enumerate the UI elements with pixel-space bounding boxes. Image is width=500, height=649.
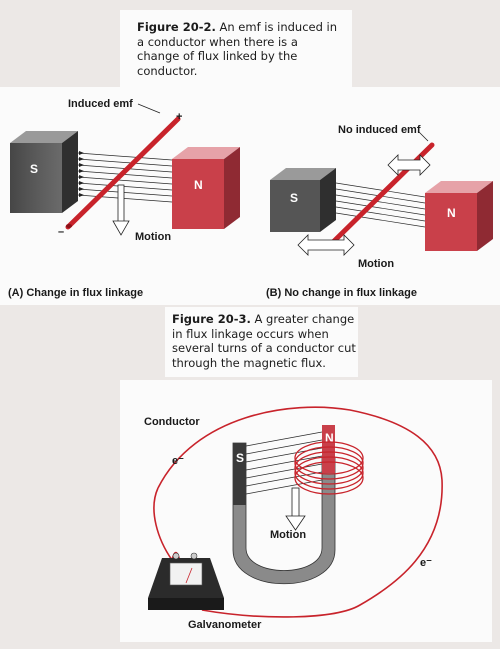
galvanometer-dial (169, 562, 203, 586)
motion-arrow-b-bottom (297, 234, 355, 256)
flux-lines (245, 431, 323, 495)
south-pole-label: S (290, 191, 298, 205)
figure-number: Figure 20-3. (172, 312, 251, 326)
diagram-b: S N No induced emf Motion (270, 124, 493, 270)
flux-arrows-a (79, 151, 84, 197)
conductor-label: Conductor (144, 416, 200, 428)
coil-turns (294, 441, 364, 495)
motion-label-b: Motion (358, 258, 394, 270)
galvanometer-label: Galvanometer (188, 619, 262, 631)
no-induced-emf-label: No induced emf (338, 124, 421, 136)
motion-arrow (285, 487, 306, 531)
north-pole-label: N (194, 178, 203, 192)
flux-lines-a (77, 152, 173, 203)
conductor-rod-a (65, 116, 181, 230)
north-pole-label: N (447, 206, 456, 220)
figure-caption-20-2: Figure 20-2. An emf is induced in a cond… (137, 20, 342, 78)
electron-label-2: e⁻ (420, 557, 432, 569)
south-pole-label: S (30, 162, 38, 176)
north-pole-label: N (325, 431, 334, 445)
horseshoe-magnet: S N (232, 425, 336, 585)
motion-arrow-a (112, 184, 130, 236)
flux-lines-b (335, 182, 426, 228)
north-magnet-a: N (172, 147, 240, 229)
figure-caption-text: A greater change in flux linkage occurs … (172, 312, 356, 370)
subcaption-b: (B) No change in flux linkage (266, 287, 417, 299)
figure-20-3-diagram: S N Motion Conductor e⁻ e⁻ Galvanometer (144, 406, 443, 631)
induced-emf-label: Induced emf (68, 98, 133, 110)
south-pole-label: S (236, 451, 244, 465)
circuit-wire (157, 406, 443, 618)
caption-box-fig20-2 (120, 10, 352, 102)
galvanometer (148, 552, 224, 610)
caption-box-fig20-3 (165, 307, 358, 377)
figure-caption-text: An emf is induced in a conductor when th… (137, 20, 338, 78)
south-magnet-a: S (10, 131, 78, 213)
motion-label: Motion (270, 529, 306, 541)
subcaption-a: (A) Change in flux linkage (8, 287, 144, 299)
north-magnet-b: N (425, 181, 493, 251)
diagram-a: S N + – Indu (10, 98, 240, 243)
figure-20-2-diagram: S N + – Indu (10, 98, 493, 270)
south-magnet-b: S (270, 168, 336, 232)
motion-label-a: Motion (135, 231, 171, 243)
figure-caption-20-3: Figure 20-3. A greater change in flux li… (172, 312, 356, 370)
motion-arrow-b-top (387, 154, 431, 176)
electron-label: e⁻ (172, 455, 184, 467)
plus-sign: + (176, 111, 182, 123)
figure-number: Figure 20-2. (137, 20, 216, 34)
minus-sign: – (58, 226, 64, 238)
